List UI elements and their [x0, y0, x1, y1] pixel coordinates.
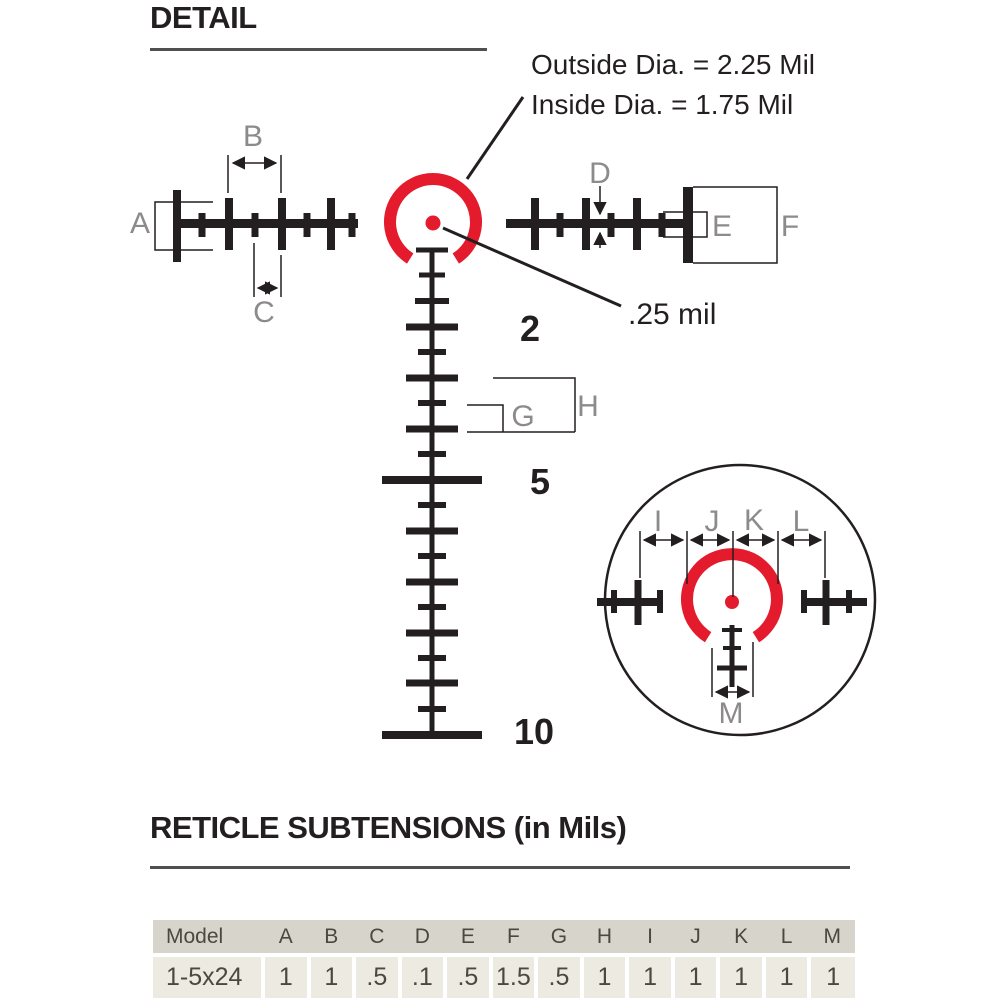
center-dot [425, 215, 441, 231]
dimension-C: C [253, 243, 282, 329]
label-C: C [253, 296, 275, 329]
inside-dia-annotation: Inside Dia. = 1.75 Mil [531, 89, 793, 120]
cell-C: .5 [352, 953, 400, 998]
inset-red-horseshoe [681, 548, 783, 643]
label-D: D [589, 157, 611, 190]
dimension-F: F [693, 186, 799, 264]
inset-dimension-M: M [711, 642, 754, 730]
header-B: B [308, 920, 355, 955]
reticle-diagram: A B C D E F [130, 49, 877, 752]
cell-G: .5 [534, 953, 582, 998]
header-D: D [399, 920, 446, 955]
header-C: C [354, 920, 400, 955]
label-B: B [243, 120, 263, 153]
cell-F: 1.5 [488, 953, 537, 998]
table-header-row: Model A B C D E F G H I J K L M [153, 920, 855, 955]
cell-H: 1 [579, 953, 628, 998]
header-E: E [445, 920, 491, 955]
label-I: I [654, 505, 662, 538]
detail-title: DETAIL [150, 0, 257, 35]
label-K: K [744, 504, 764, 537]
header-I: I [627, 920, 673, 955]
cell-K: 1 [716, 953, 764, 998]
label-L: L [793, 505, 810, 538]
label-A: A [130, 207, 150, 240]
header-H: H [581, 920, 628, 955]
inset-bubble: I J K L M [597, 463, 877, 737]
detail-underline [150, 48, 487, 51]
cell-B: 1 [306, 953, 355, 998]
inset-dimensions-IJKL: I J K L [639, 504, 826, 597]
label-J: J [705, 505, 720, 538]
table-row: 1-5x24 1 1 .5 .1 .5 1.5 .5 1 1 1 1 1 1 [153, 953, 855, 998]
header-G: G [536, 920, 582, 955]
cell-E: .5 [443, 953, 491, 998]
cell-I: 1 [625, 953, 673, 998]
dimension-B: B [227, 120, 282, 193]
dimension-E: E [663, 210, 732, 243]
label-E: E [712, 210, 732, 243]
header-J: J [672, 920, 719, 955]
header-model: Model [153, 920, 263, 955]
dimension-H: H [493, 377, 599, 432]
vertical-stadia [382, 247, 482, 739]
dimension-G: G [467, 400, 575, 433]
cell-D: .1 [397, 953, 446, 998]
subtensions-table: Model A B C D E F G H I J K L M [153, 920, 855, 998]
header-F: F [490, 920, 537, 955]
subtensions-table-wrap: Model A B C D E F G H I J K L M [153, 920, 855, 998]
label-H: H [577, 390, 599, 423]
center-dot-annotation: .25 mil [628, 298, 716, 331]
label-M: M [719, 697, 744, 730]
cell-A: 1 [261, 953, 309, 998]
leader-outside-dia [465, 96, 525, 180]
subtensions-title: RETICLE SUBTENSIONS (in Mils) [150, 810, 627, 845]
subtensions-underline [150, 866, 850, 869]
dimension-A: A [130, 201, 213, 251]
main-crosshair-left [173, 190, 358, 262]
red-horseshoe [384, 173, 482, 264]
outside-dia-annotation: Outside Dia. = 2.25 Mil [531, 49, 815, 80]
header-M: M [809, 920, 855, 955]
main-crosshair-right [506, 187, 693, 263]
holdover-5: 5 [530, 461, 550, 502]
holdover-10: 10 [514, 711, 554, 752]
cell-model: 1-5x24 [153, 953, 263, 998]
label-G: G [511, 400, 534, 433]
cell-M: 1 [807, 953, 855, 998]
inset-mini-reticle [597, 548, 867, 687]
dimension-D: D [589, 157, 611, 248]
leader-center-dot [442, 226, 622, 308]
holdover-2: 2 [520, 308, 540, 349]
header-A: A [263, 920, 309, 955]
header-K: K [718, 920, 764, 955]
cell-L: 1 [761, 953, 810, 998]
label-F: F [781, 210, 799, 243]
header-L: L [763, 920, 810, 955]
inset-center-dot [725, 595, 739, 609]
cell-J: 1 [670, 953, 719, 998]
